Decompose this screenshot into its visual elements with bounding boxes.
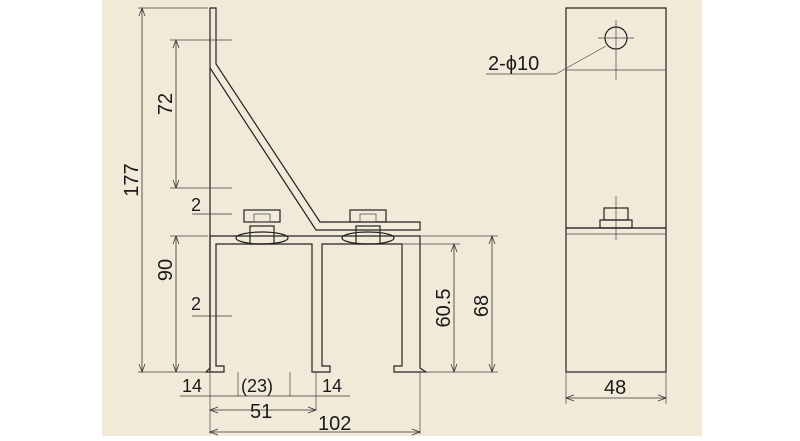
dim-68-label: 68: [471, 295, 493, 317]
hole-leader: [555, 45, 607, 75]
bracket-outline: [209, 7, 421, 231]
dim-14-right-label: 14: [322, 376, 342, 396]
dim-90-label: 90: [155, 259, 177, 281]
rail-channel-profile: [204, 235, 428, 373]
dim-102-label: 102: [318, 413, 351, 435]
hole-spec-label: 2-ϕ10: [488, 53, 539, 75]
drawing-panel: [102, 0, 702, 436]
dim-48-label: 48: [604, 377, 626, 399]
dim-14-left-label: 14: [182, 376, 202, 396]
front-view: 177 72 2 90 2 60.5 68 14 (23) 14: [121, 6, 498, 436]
dim-60-5-label: 60.5: [433, 289, 455, 328]
left-bolt-nut: [235, 209, 289, 245]
dim-2-upper-label: 2: [191, 195, 201, 215]
side-bolt-nut: [599, 196, 633, 240]
dim-23-label: (23): [241, 376, 273, 396]
right-bolt-nut: [341, 209, 395, 245]
dim-2-lower-label: 2: [191, 294, 201, 314]
side-view: 2-ϕ10 48: [486, 7, 668, 404]
dim-72-label: 72: [155, 93, 177, 115]
dim-177-label: 177: [121, 163, 143, 196]
dim-51-label: 51: [250, 401, 272, 423]
